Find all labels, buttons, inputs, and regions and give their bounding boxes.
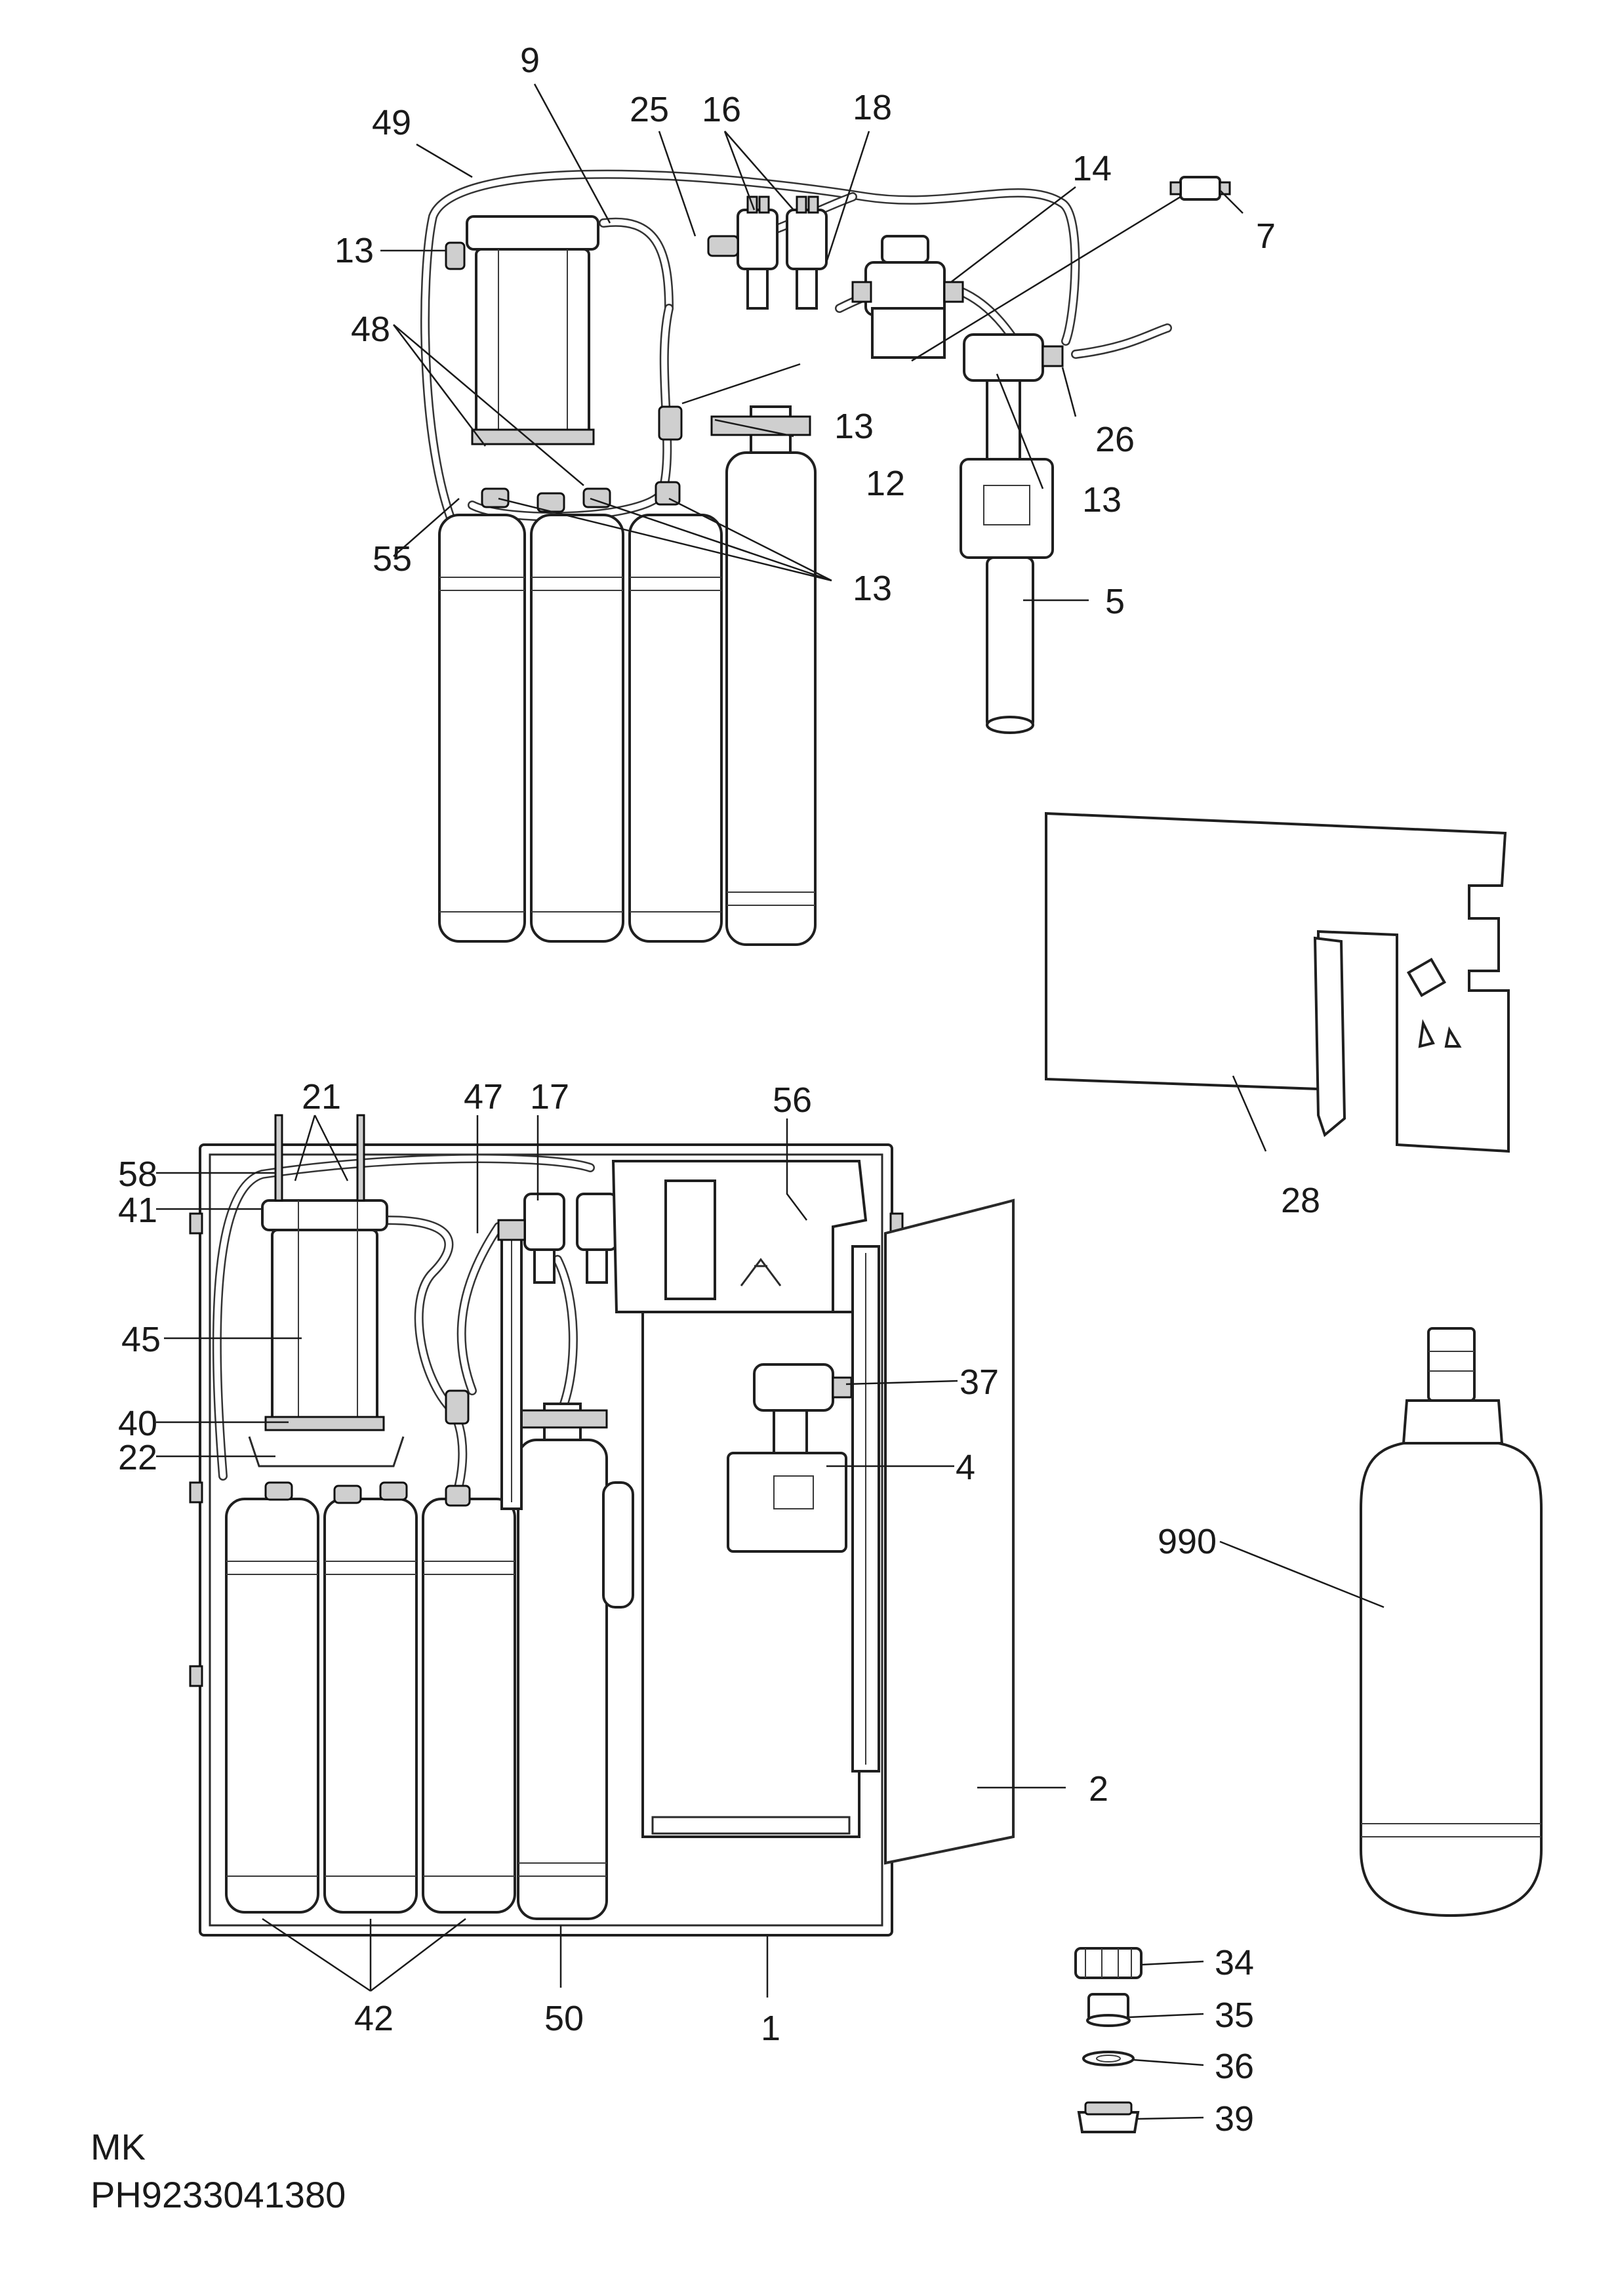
nut-part <box>1074 1947 1143 1979</box>
label-35: 35 <box>1215 1996 1254 2035</box>
label-56: 56 <box>773 1080 812 1120</box>
label-1: 1 <box>761 2009 780 2048</box>
part-number: PH9233041380 <box>91 2174 346 2215</box>
label-14: 14 <box>1072 149 1112 188</box>
label-17: 17 <box>530 1077 569 1117</box>
cartridge-upper-2 <box>530 514 624 943</box>
washer-part <box>1082 2051 1135 2066</box>
label-22: 22 <box>118 1438 157 1477</box>
label-13-a: 13 <box>334 231 374 270</box>
cartridge-lower-1 <box>225 1498 319 1914</box>
label-26: 26 <box>1095 420 1135 459</box>
fittings-row-lower <box>264 1389 471 1507</box>
label-13-c: 13 <box>1082 480 1122 520</box>
callout-labels: 9 49 25 16 18 14 7 13 48 13 12 26 13 55 … <box>118 41 1320 2139</box>
label-4: 4 <box>956 1448 975 1487</box>
prefilter-housing-upper <box>466 215 599 445</box>
cartridge-lower-2 <box>323 1498 418 1914</box>
label-16: 16 <box>702 90 741 129</box>
cartridge-upper-slim <box>710 405 817 946</box>
label-37: 37 <box>960 1363 999 1402</box>
label-47: 47 <box>464 1077 503 1117</box>
label-12: 12 <box>866 464 905 503</box>
label-36: 36 <box>1215 2047 1254 2086</box>
label-42: 42 <box>354 1999 394 2038</box>
label-990: 990 <box>1158 1522 1217 1561</box>
upper-filter-assembly <box>420 169 1231 946</box>
label-18: 18 <box>853 88 892 127</box>
lower-chassis-assembly <box>189 1114 1015 1937</box>
prefilter-housing-lower <box>248 1114 405 1467</box>
dispense-valve-head-upper <box>960 333 1064 734</box>
dispense-valve-lower <box>727 1363 853 1553</box>
label-25: 25 <box>630 90 669 129</box>
cartridge-lower-3 <box>422 1498 516 1914</box>
label-2: 2 <box>1089 1769 1108 1809</box>
label-48: 48 <box>351 310 390 349</box>
label-13-d: 13 <box>853 569 892 608</box>
label-5: 5 <box>1105 582 1125 621</box>
adapter-part <box>1086 1993 1131 2027</box>
small-connector-part <box>1169 176 1231 201</box>
label-50: 50 <box>544 1999 584 2038</box>
label-7: 7 <box>1256 216 1276 256</box>
label-58: 58 <box>118 1155 157 1194</box>
label-34: 34 <box>1215 1943 1254 1982</box>
front-door-panel <box>884 1199 1015 1865</box>
mounting-bracket <box>611 1160 868 1313</box>
leader-lines <box>156 83 1385 2120</box>
label-9: 9 <box>520 41 540 80</box>
label-13-b: 13 <box>834 407 874 446</box>
label-39: 39 <box>1215 2099 1254 2139</box>
label-55: 55 <box>373 539 412 579</box>
label-41: 41 <box>118 1191 157 1230</box>
pressure-regulator-upper <box>851 235 964 359</box>
cover-panel <box>1045 811 1510 1153</box>
cartridge-lower-slim <box>504 1403 608 1920</box>
cap-part <box>1077 2101 1140 2133</box>
cartridge-upper-1 <box>438 514 526 943</box>
cartridge-upper-3 <box>628 514 723 943</box>
label-21: 21 <box>302 1077 341 1117</box>
label-45: 45 <box>121 1320 161 1359</box>
label-40: 40 <box>118 1404 157 1443</box>
model-code: MK <box>91 2126 146 2167</box>
solenoid-valves-lower <box>497 1193 618 1284</box>
small-parts <box>1074 1947 1143 2133</box>
label-28: 28 <box>1281 1181 1320 1220</box>
replacement-filter-bottle <box>1360 1327 1543 1917</box>
solenoid-valves-upper <box>707 195 828 310</box>
label-49: 49 <box>372 103 411 142</box>
